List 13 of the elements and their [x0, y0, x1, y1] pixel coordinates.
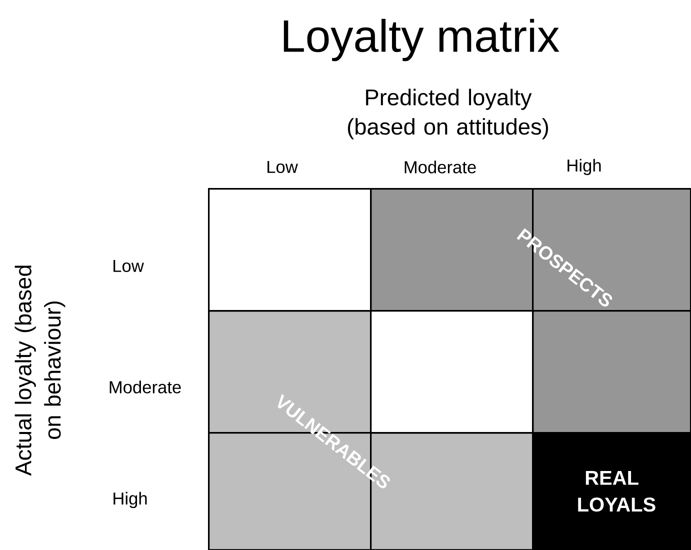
axis-title: Predicted loyalty (based on attitudes)	[348, 88, 548, 140]
node-label: REAL LOYALS	[578, 471, 656, 512]
column-header: Low	[268, 160, 298, 174]
matrix-cell	[208, 188, 372, 312]
row-header: Low	[114, 260, 144, 272]
column-header: High	[568, 158, 601, 176]
column-header: Moderate	[404, 160, 476, 174]
matrix-cell	[532, 310, 691, 434]
title: Loyalty matrix	[284, 18, 560, 62]
matrix-cell: REAL LOYALS	[532, 432, 691, 550]
row-header: Moderate	[110, 380, 181, 394]
axis-title: Actual loyalty (based on behaviour)	[14, 266, 66, 476]
row-header: High	[114, 492, 147, 508]
